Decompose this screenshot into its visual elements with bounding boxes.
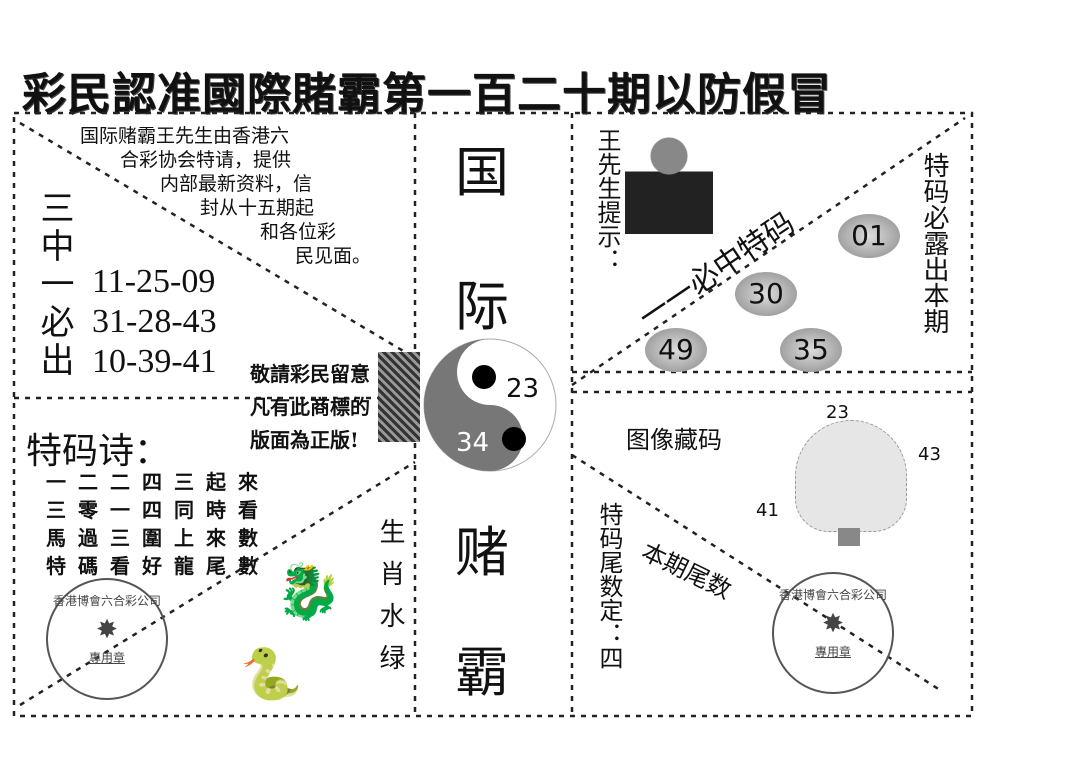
tree-image (795, 420, 907, 532)
tree-trunk (838, 528, 860, 546)
portrait-image (625, 130, 713, 234)
zodiac-label: 生肖水绿 (375, 518, 405, 686)
poem-line: 一二二四三起來 (46, 470, 270, 494)
stamp-left: 香港博會六合彩公司 ✸ 專用章 (46, 578, 168, 700)
number-ball: 35 (780, 328, 842, 372)
stamp-center-text: 專用章 (88, 651, 125, 665)
snake-icon: 🐍 (240, 645, 303, 703)
stamp-ring-text: 香港博會六合彩公司 (778, 588, 887, 602)
center-char: 国 (455, 141, 509, 204)
stamp-ring-text: 香港博會六合彩公司 (52, 594, 161, 608)
tree-number: 41 (756, 500, 779, 521)
number-row: 31-28-43 (92, 303, 217, 340)
intro-line: 和各位彩 (260, 221, 337, 243)
number-rows: 11-25-09 31-28-43 10-39-41 (92, 262, 217, 382)
intro-line: 国际赌霸王先生由香港六 (80, 125, 290, 147)
hint-label: 王先生提示： (593, 128, 621, 272)
number-row: 10-39-41 (92, 343, 217, 380)
yin-yang-icon (423, 338, 557, 472)
page-title: 彩民認准國際賭霸第一百二十期以防假冒 (22, 69, 832, 120)
poem: 一二二四三起來 三零一四同時看 馬過三圍上來數 特碼看好龍尾數 (46, 468, 270, 580)
number-row: 11-25-09 (92, 263, 216, 300)
intro-line: 合彩协会特请，提供 (120, 149, 292, 171)
notice-line: 版面為正版! (250, 428, 359, 452)
image-label: 图像藏码 (626, 426, 722, 454)
intro-line: 民见面。 (295, 245, 372, 267)
center-char: 际 (455, 275, 509, 338)
number-ball: 49 (645, 328, 707, 372)
stamp-star-icon: ✸ (96, 615, 118, 645)
tree-number: 23 (826, 402, 849, 423)
intro-line: 内部最新资料，信 (160, 173, 313, 195)
three-label: 三中一必出 (34, 190, 74, 380)
dragon-icon: 🐉 (275, 560, 343, 623)
yinyang-number: 23 (506, 374, 540, 404)
tree-number: 43 (918, 444, 941, 465)
poem-line: 馬過三圍上來數 (46, 526, 270, 550)
poem-line: 特碼看好龍尾數 (46, 554, 270, 578)
center-char: 赌 (455, 521, 509, 584)
poem-line: 三零一四同時看 (46, 498, 270, 522)
number-ball: 30 (735, 272, 797, 316)
yinyang-number: 34 (456, 428, 490, 458)
stamp-star-icon: ✸ (822, 609, 844, 639)
center-char: 霸 (455, 641, 509, 704)
intro-text: 国际赌霸王先生由香港六 合彩协会特请，提供 内部最新资料，信 封从十五期起 和各… (80, 124, 400, 268)
notice-text: 敬請彩民留意 凡有此商標的 版面為正版! (250, 358, 370, 457)
stamp-center-text: 專用章 (814, 645, 851, 659)
number-ball: 01 (838, 214, 900, 258)
tail-label: 特码尾数定：四 (595, 502, 623, 670)
intro-line: 封从十五期起 (200, 197, 315, 219)
stamp-right: 香港博會六合彩公司 ✸ 專用章 (772, 572, 894, 694)
notice-line: 敬請彩民留意 (250, 362, 370, 386)
notice-line: 凡有此商標的 (250, 395, 370, 419)
trademark-image (378, 352, 420, 442)
special-label: 特码必露出本期 (919, 152, 949, 334)
poem-title: 特码诗： (26, 431, 171, 472)
